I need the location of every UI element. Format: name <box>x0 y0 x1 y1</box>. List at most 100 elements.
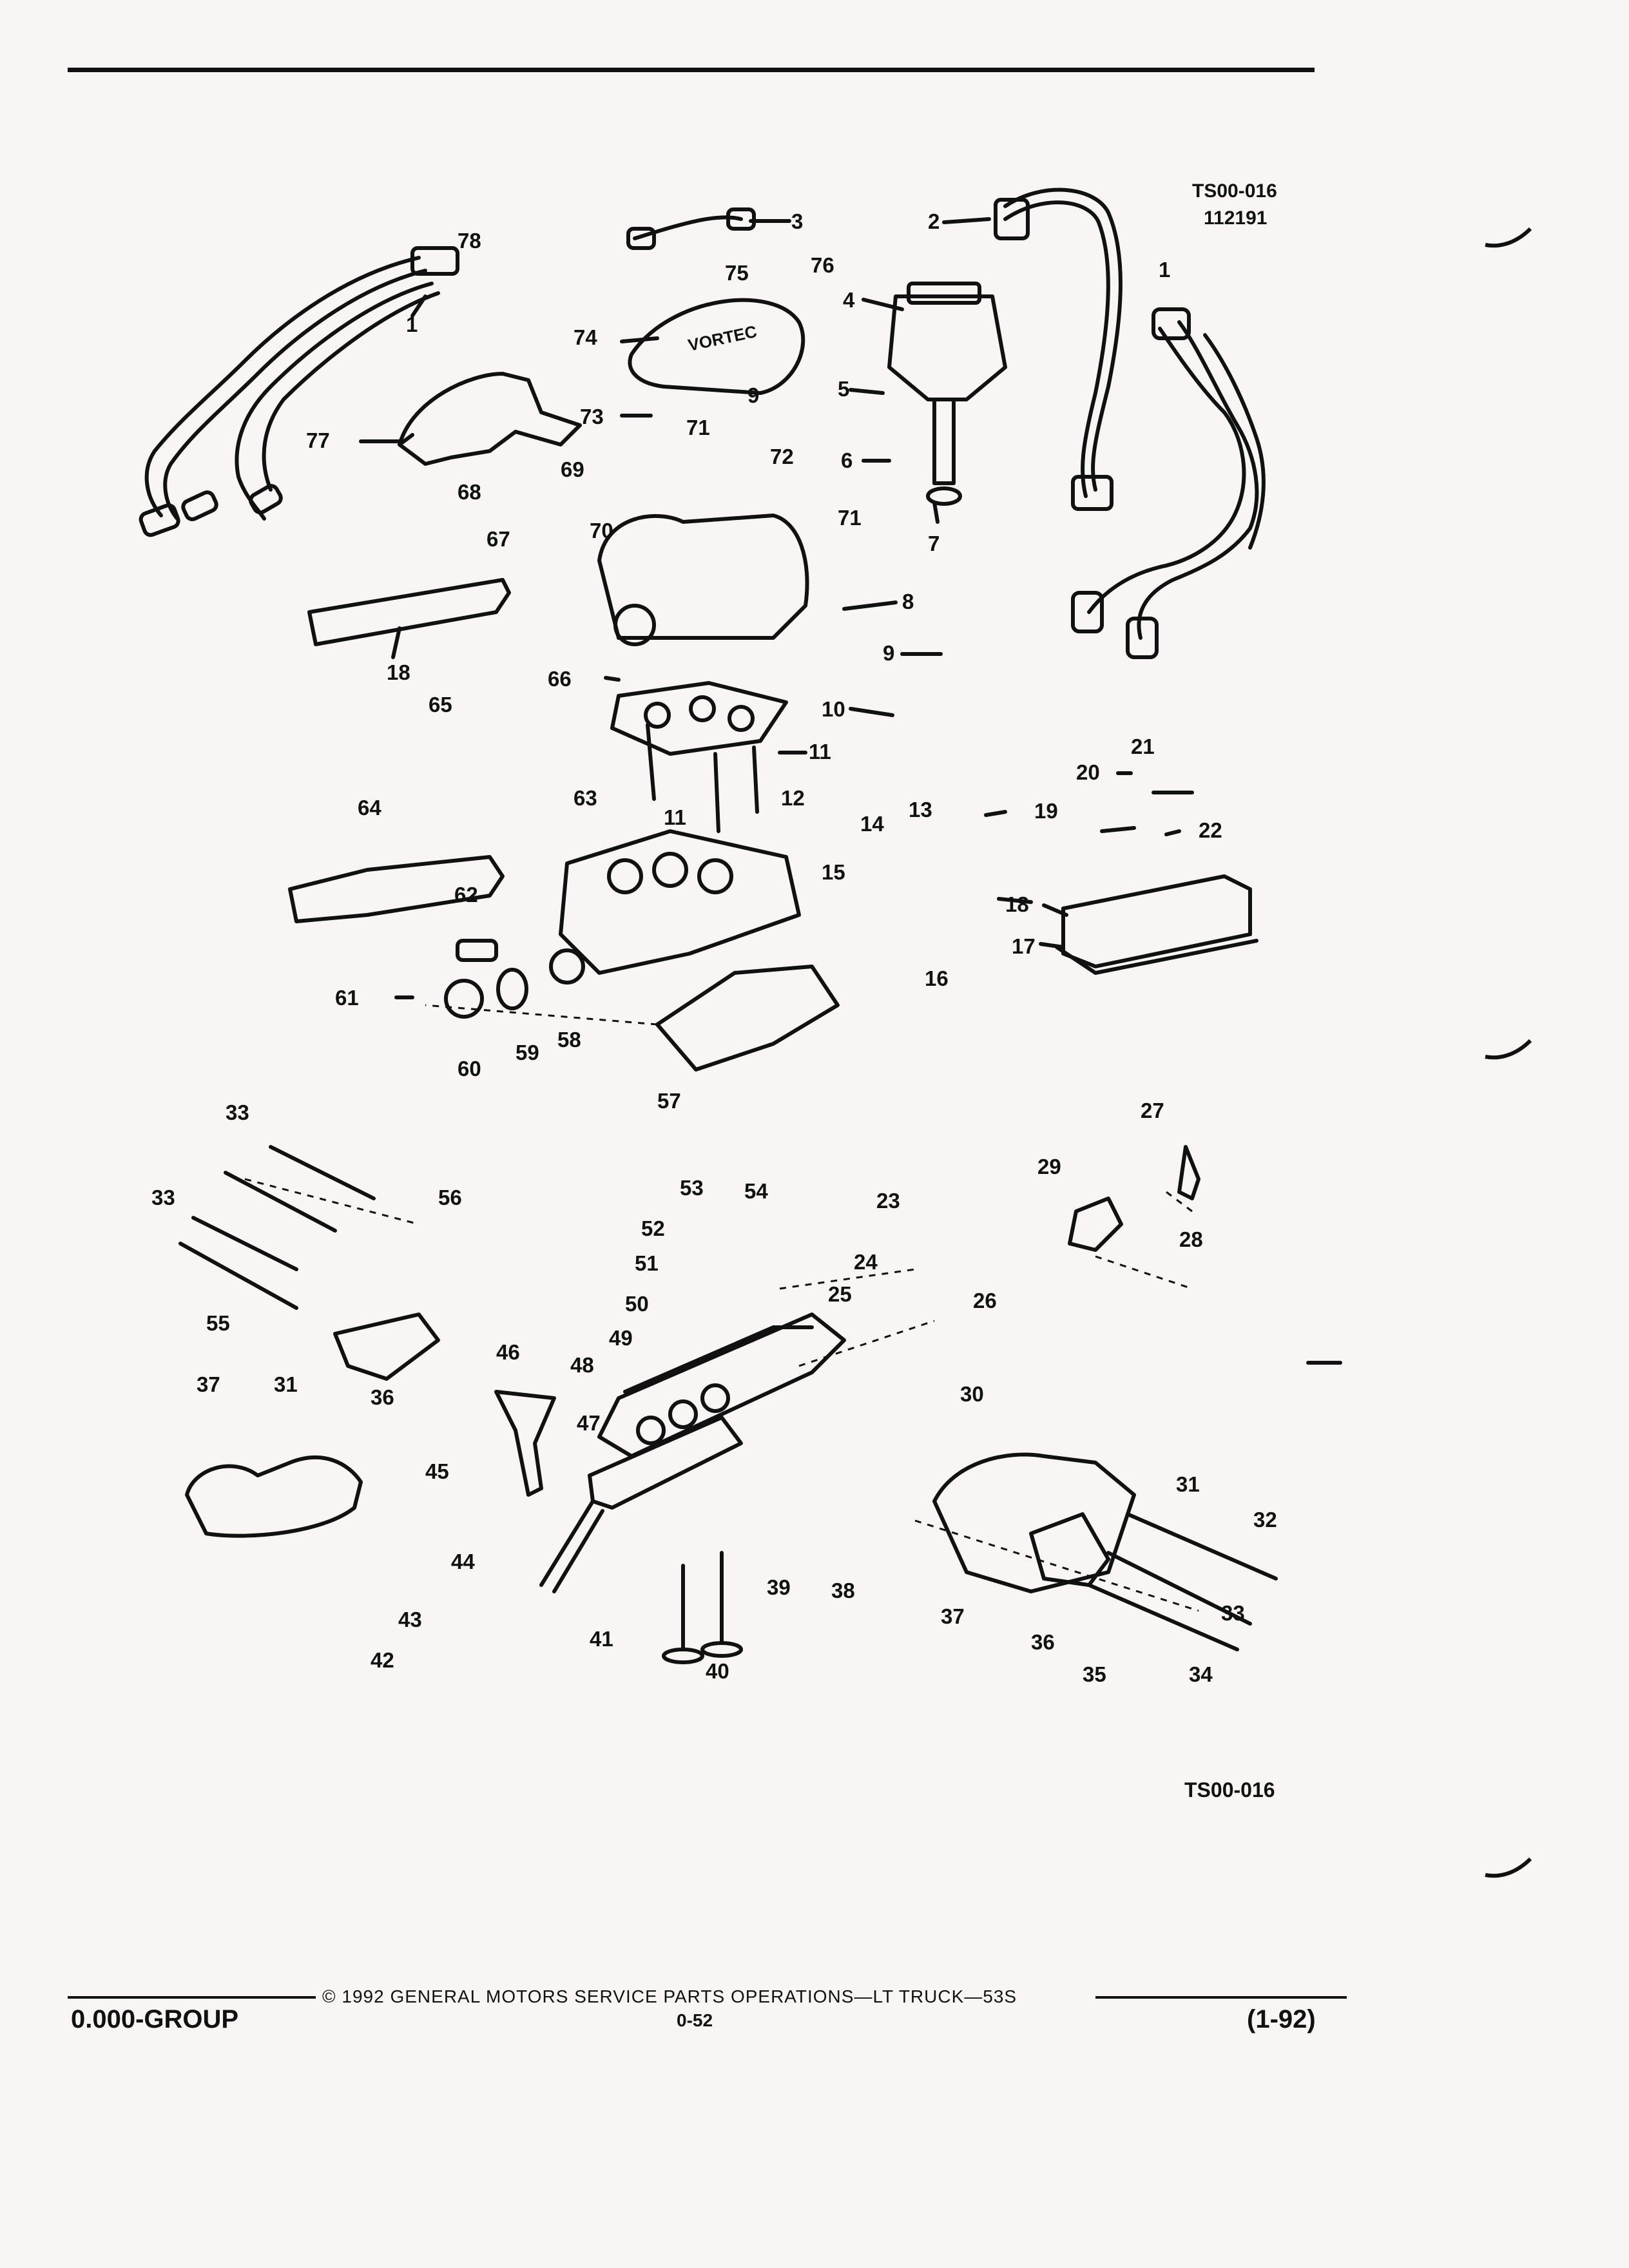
callout-27: 27 <box>1141 1099 1164 1122</box>
valve-cover <box>1061 874 1252 968</box>
callout-18-left: 18 <box>387 660 410 684</box>
callout-74: 74 <box>574 325 597 349</box>
callout-73: 73 <box>580 405 604 428</box>
leader-lines <box>359 217 1342 1365</box>
callout-77: 77 <box>306 428 330 452</box>
callout-18-right: 18 <box>1005 892 1029 916</box>
callout-48: 48 <box>570 1353 594 1377</box>
callout-10: 10 <box>822 697 845 721</box>
callout-40: 40 <box>706 1659 729 1683</box>
callout-13: 13 <box>909 798 932 822</box>
figure-code-bottom: TS00-016 <box>1184 1778 1275 1802</box>
figure-date-code: 112191 <box>1204 207 1268 229</box>
callout-24: 24 <box>854 1250 878 1274</box>
callout-15: 15 <box>822 860 845 884</box>
callout-78: 78 <box>458 229 481 253</box>
callout-51: 51 <box>635 1251 659 1275</box>
callout-9-top: 9 <box>747 383 760 407</box>
revision-date: (1-92) <box>1247 2005 1316 2033</box>
callout-71-top: 71 <box>686 416 710 439</box>
callout-1-right: 1 <box>1159 258 1171 282</box>
callout-44: 44 <box>451 1550 475 1573</box>
callout-36-right: 36 <box>1031 1630 1055 1654</box>
callout-42: 42 <box>371 1648 394 1672</box>
wire-bracket <box>398 372 582 466</box>
callout-33-left: 33 <box>151 1186 175 1209</box>
callout-11-right: 11 <box>809 740 831 764</box>
callout-2: 2 <box>928 209 940 233</box>
callout-31-left: 31 <box>274 1372 298 1396</box>
callout-61: 61 <box>335 986 359 1010</box>
callout-75: 75 <box>725 261 749 285</box>
binder-mark-1 <box>1485 227 1532 248</box>
callout-52: 52 <box>641 1216 665 1240</box>
exhaust-manifold-left <box>185 1456 363 1538</box>
heat-shield <box>307 578 511 646</box>
callout-37-right: 37 <box>941 1604 965 1628</box>
callout-65: 65 <box>429 693 452 716</box>
callout-31-right: 31 <box>1176 1472 1200 1496</box>
callout-30: 30 <box>960 1382 984 1406</box>
head-gasket <box>588 1416 743 1510</box>
figure-code: TS00-016 <box>1192 180 1277 202</box>
heat-shield-left <box>333 1312 440 1381</box>
bracket-29 <box>1068 1196 1123 1252</box>
callout-66: 66 <box>548 667 572 691</box>
callout-38: 38 <box>831 1579 855 1602</box>
callout-28: 28 <box>1179 1227 1203 1251</box>
callout-1-left: 1 <box>406 312 418 336</box>
callout-62: 62 <box>454 883 478 907</box>
callout-6: 6 <box>841 448 853 472</box>
callout-49: 49 <box>609 1326 633 1350</box>
page-number: 0-52 <box>677 2010 713 2030</box>
callout-29: 29 <box>1037 1155 1061 1178</box>
callout-20: 20 <box>1076 760 1100 784</box>
callout-68: 68 <box>458 480 481 504</box>
callout-8: 8 <box>902 590 914 613</box>
callout-4: 4 <box>843 288 855 312</box>
callout-36-left: 36 <box>371 1385 394 1409</box>
callout-71-right: 71 <box>838 506 862 530</box>
callout-21: 21 <box>1131 735 1155 758</box>
footer-rule-left <box>68 1996 316 1999</box>
callout-57: 57 <box>657 1089 681 1113</box>
callout-33-top: 33 <box>226 1100 249 1124</box>
callout-37-left: 37 <box>197 1372 220 1396</box>
group-label: 0.000-GROUP <box>71 2005 239 2033</box>
callout-76: 76 <box>811 253 834 277</box>
callout-70: 70 <box>590 519 613 543</box>
binder-mark-2 <box>1485 1039 1532 1060</box>
callout-33-right: 33 <box>1221 1601 1245 1625</box>
copyright: © 1992 GENERAL MOTORS SERVICE PARTS OPER… <box>322 1986 1017 2006</box>
ignition-wires-left <box>144 256 421 517</box>
callout-17: 17 <box>1012 934 1036 958</box>
callout-7: 7 <box>928 532 940 555</box>
intake-gasket <box>288 855 505 923</box>
callout-26: 26 <box>973 1289 997 1312</box>
callout-5: 5 <box>838 377 850 401</box>
callout-14: 14 <box>860 812 884 836</box>
callout-58: 58 <box>557 1028 581 1052</box>
plenum-cover-text: VORTEC <box>686 322 758 355</box>
callout-56: 56 <box>438 1186 462 1209</box>
callout-54: 54 <box>744 1179 768 1203</box>
callout-64: 64 <box>358 796 381 820</box>
callout-69: 69 <box>561 457 584 481</box>
callout-41: 41 <box>590 1627 613 1651</box>
water-crossover <box>655 965 840 1072</box>
callout-59: 59 <box>516 1041 539 1064</box>
callout-46: 46 <box>496 1340 520 1364</box>
callout-16: 16 <box>925 966 949 990</box>
lower-intake <box>559 829 801 975</box>
bracket-27 <box>1177 1145 1200 1200</box>
footer-rule-right <box>1095 1996 1347 1999</box>
callout-60: 60 <box>458 1057 481 1081</box>
callout-9: 9 <box>883 641 895 665</box>
upper-intake <box>597 514 809 640</box>
callout-47: 47 <box>577 1411 601 1435</box>
callout-12: 12 <box>781 786 805 810</box>
callout-32: 32 <box>1253 1508 1277 1532</box>
callout-23: 23 <box>876 1189 900 1213</box>
cylinder-head <box>597 1312 846 1458</box>
callout-67: 67 <box>487 527 510 551</box>
